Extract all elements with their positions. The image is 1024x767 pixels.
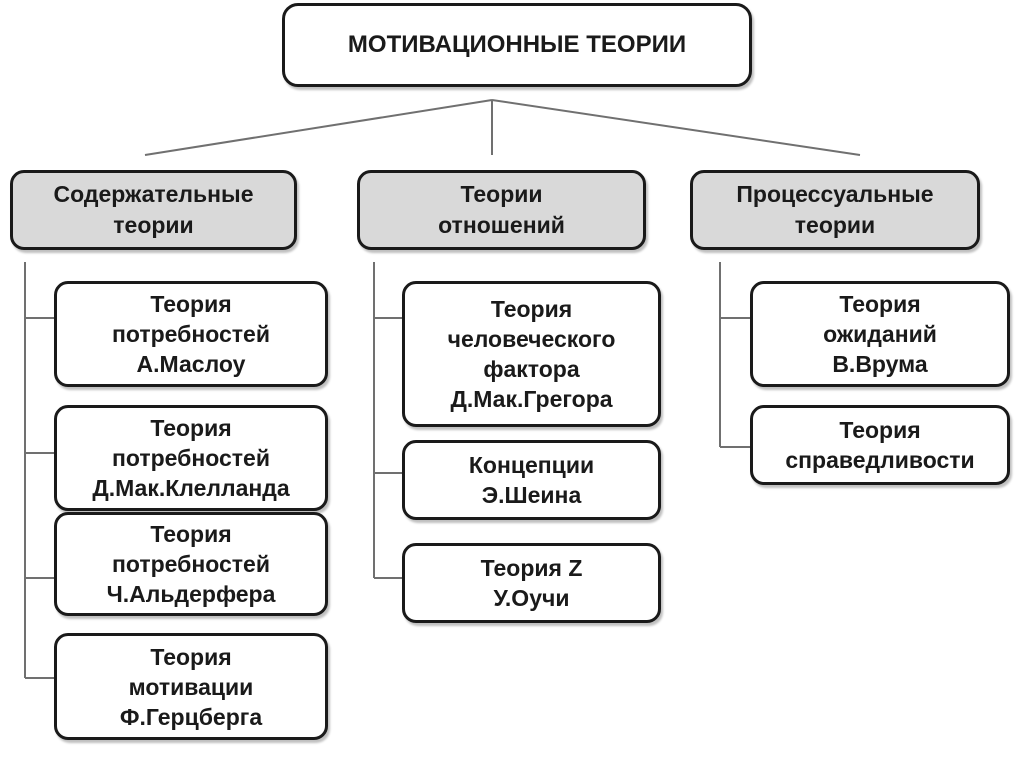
category-line: Теории xyxy=(460,181,543,207)
theory-line: Теория xyxy=(490,296,573,322)
theory-line: Теория Z xyxy=(480,555,583,581)
theory-line: человеческого xyxy=(447,326,616,352)
category-line: Содержательные xyxy=(53,181,254,207)
theory-line: Ф.Герцберга xyxy=(119,703,263,730)
theory-line: Теория xyxy=(150,521,232,547)
theory-line: Ч.Альдерфера xyxy=(106,581,276,607)
category-line: теории xyxy=(794,212,876,238)
theory-line: потребностей xyxy=(111,445,270,471)
theory-line: ожиданий xyxy=(823,321,937,347)
category-content-theories: Содержательные теории xyxy=(10,170,297,250)
theory-line: Э.Шеина xyxy=(481,482,582,508)
theory-alderfer: Теория потребностей Ч.Альдерфера xyxy=(54,512,328,616)
theory-line: Теория xyxy=(150,291,232,317)
theory-line: справедливости xyxy=(785,447,975,473)
theory-line: мотивации xyxy=(128,673,254,700)
category-line: отношений xyxy=(438,212,565,238)
theory-line: Теория xyxy=(839,291,921,317)
theory-line: Концепции xyxy=(468,452,595,478)
theory-line: Теория xyxy=(150,415,232,441)
root-node-label: МОТИВАЦИОННЫЕ ТЕОРИИ xyxy=(347,31,687,58)
theory-line: потребностей xyxy=(111,551,270,577)
connector-root-left xyxy=(144,99,493,156)
theory-line: Теория xyxy=(839,417,921,443)
category-relation-theories: Теории отношений xyxy=(357,170,646,250)
theory-ouchi: Теория Z У.Оучи xyxy=(402,543,661,623)
theory-schein: Концепции Э.Шеина xyxy=(402,440,661,520)
theory-line: Теория xyxy=(150,643,232,670)
connector-root-right xyxy=(491,99,861,156)
theory-maslow: Теория потребностей А.Маслоу xyxy=(54,281,328,387)
category-line: Процессуальные xyxy=(736,181,934,207)
theory-herzberg: Теория мотивации Ф.Герцберга xyxy=(54,633,328,740)
theory-mcgregor: Теория человеческого фактора Д.Мак.Грего… xyxy=(402,281,661,427)
theory-line: фактора xyxy=(483,356,580,382)
theory-line: Д.Мак.Клелланда xyxy=(92,475,290,501)
root-node-motivation-theories: МОТИВАЦИОННЫЕ ТЕОРИИ xyxy=(282,3,752,87)
category-process-theories: Процессуальные теории xyxy=(690,170,980,250)
theory-equity: Теория справедливости xyxy=(750,405,1010,485)
theory-line: потребностей xyxy=(111,321,270,347)
theory-mcclelland: Теория потребностей Д.Мак.Клелланда xyxy=(54,405,328,511)
theory-line: В.Врума xyxy=(832,351,928,377)
theory-vroom: Теория ожиданий В.Врума xyxy=(750,281,1010,387)
theory-line: А.Маслоу xyxy=(136,351,246,377)
theory-line: У.Оучи xyxy=(493,585,570,611)
category-line: теории xyxy=(113,212,194,238)
theory-line: Д.Мак.Грегора xyxy=(450,386,613,412)
